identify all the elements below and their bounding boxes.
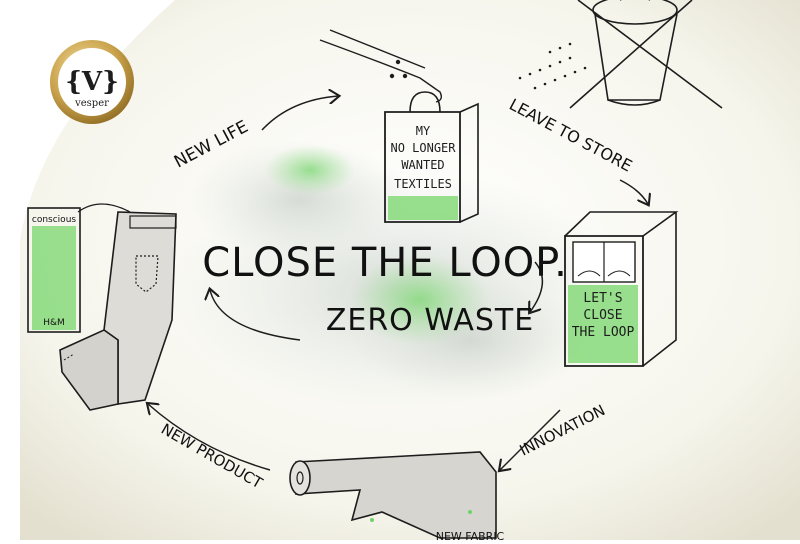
- logo-name: vesper: [74, 98, 109, 109]
- recycle-box: LET'S CLOSE THE LOOP: [564, 211, 679, 367]
- title: CLOSE THE LOOP.: [202, 240, 568, 286]
- green-wash: [350, 255, 490, 345]
- new-fabric-label: NEW FABRIC: [436, 530, 505, 540]
- vesper-logo[interactable]: {V} vesper: [50, 40, 134, 124]
- logo-mark: {V}: [65, 67, 119, 97]
- box-line-3: THE LOOP: [572, 325, 635, 340]
- hand-sketch: [319, 29, 443, 103]
- hang-tag: conscious H&M: [27, 203, 131, 333]
- green-wash-top: [265, 145, 355, 195]
- textile-bag: MY NO LONGER WANTED TEXTILES: [384, 91, 479, 223]
- box-line-2: CLOSE: [583, 308, 622, 323]
- bag-line-2: NO LONGER: [390, 141, 456, 155]
- jeans-sketch: [59, 211, 177, 411]
- crossed-trash-can-icon: [569, 0, 723, 109]
- bag-line-4: TEXTILES: [394, 177, 452, 191]
- dotted-motion-lines: [518, 42, 587, 90]
- bag-line-1: MY: [416, 124, 431, 138]
- tag-bottom: H&M: [43, 318, 65, 328]
- subtitle: ZERO WASTE: [326, 303, 534, 338]
- box-line-1: LET'S: [583, 291, 622, 306]
- bag-line-3: WANTED: [401, 158, 444, 172]
- tag-top: conscious: [32, 215, 77, 225]
- cycle-arrows: [148, 96, 648, 470]
